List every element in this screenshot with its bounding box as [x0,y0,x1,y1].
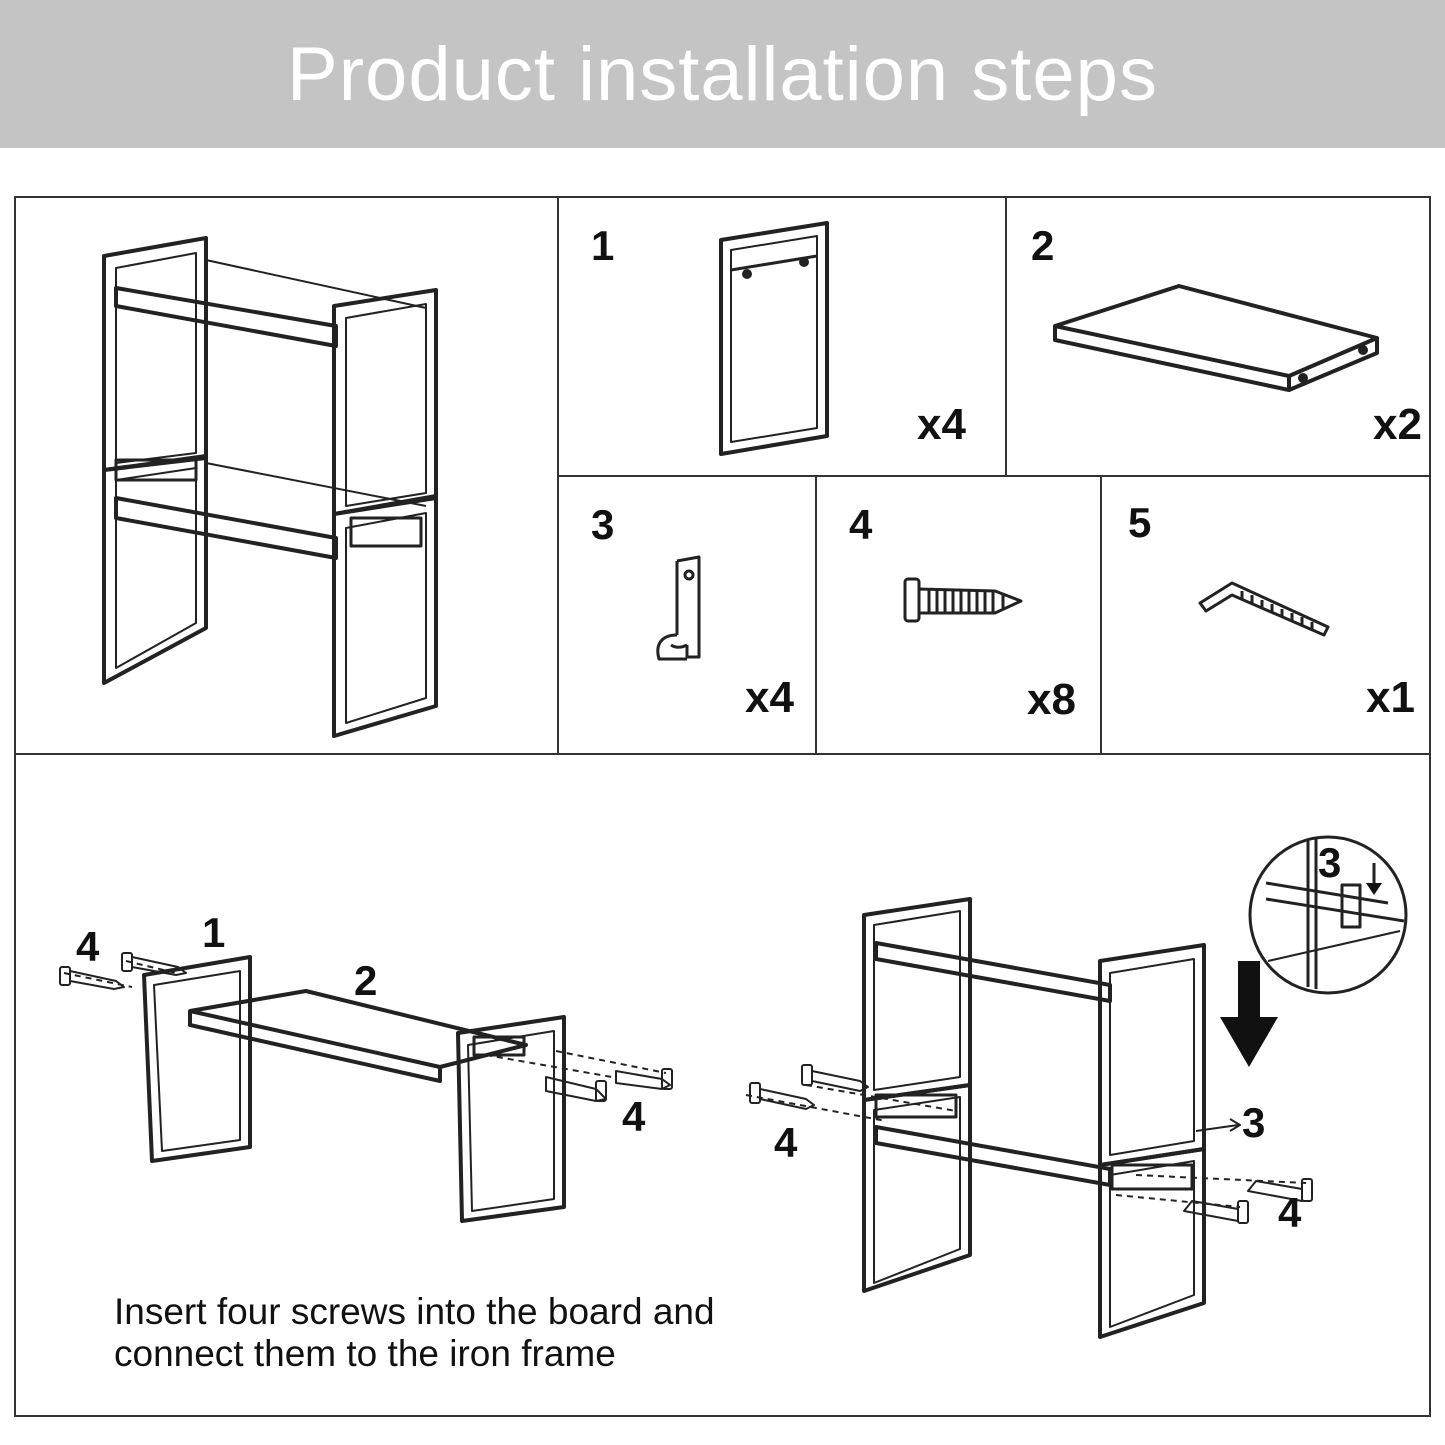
shelf-board-icon [1053,284,1379,392]
caption-line-1: Insert four screws into the board and [114,1291,715,1332]
part-3-panel: 3 x4 [557,475,817,755]
instruction-caption: Insert four screws into the board and co… [114,1291,715,1375]
part-4-number: 4 [849,501,873,548]
down-arrow-icon [1220,961,1278,1067]
caption-line-2: connect them to the iron frame [114,1333,616,1374]
part-1-panel: 1 x4 [557,196,1007,477]
part-5-quantity: x1 [1366,673,1415,722]
step2-label-bracket: 3 [1242,1099,1266,1146]
part-2-panel: 2 x2 [1005,196,1431,477]
bracket-icon [656,555,701,661]
part-5-panel: 5 x1 [1100,475,1431,755]
assembly-illustration [59,835,1408,1339]
screw-icon [903,577,1023,623]
assembled-product-panel [14,196,559,755]
assembly-steps-panel: 4 1 2 4 3 4 3 4 Insert four screws into … [14,753,1431,1417]
detail-label-bracket: 3 [1318,839,1342,886]
hex-key-icon [1198,581,1330,637]
part-2-number: 2 [1031,222,1055,269]
part-3-quantity: x4 [745,673,794,722]
step1-label-screw-left: 4 [76,923,100,970]
header-banner: Product installation steps [0,0,1445,148]
step1-label-frame: 1 [202,909,226,956]
step1-label-board: 2 [354,957,378,1004]
page-title: Product installation steps [287,31,1158,117]
side-frame-icon [719,221,829,456]
step2-label-screw-left: 4 [774,1119,798,1166]
step1-label-screw-right: 4 [622,1093,646,1140]
part-4-panel: 4 x8 [815,475,1102,755]
part-4-quantity: x8 [1027,675,1076,724]
part-1-number: 1 [591,222,615,269]
part-5-number: 5 [1128,499,1152,546]
part-3-number: 3 [591,501,615,548]
step2-label-screw-right: 4 [1278,1189,1302,1236]
part-1-quantity: x4 [917,400,966,449]
assembled-shelf-illustration [102,236,438,738]
part-2-quantity: x2 [1373,400,1422,449]
